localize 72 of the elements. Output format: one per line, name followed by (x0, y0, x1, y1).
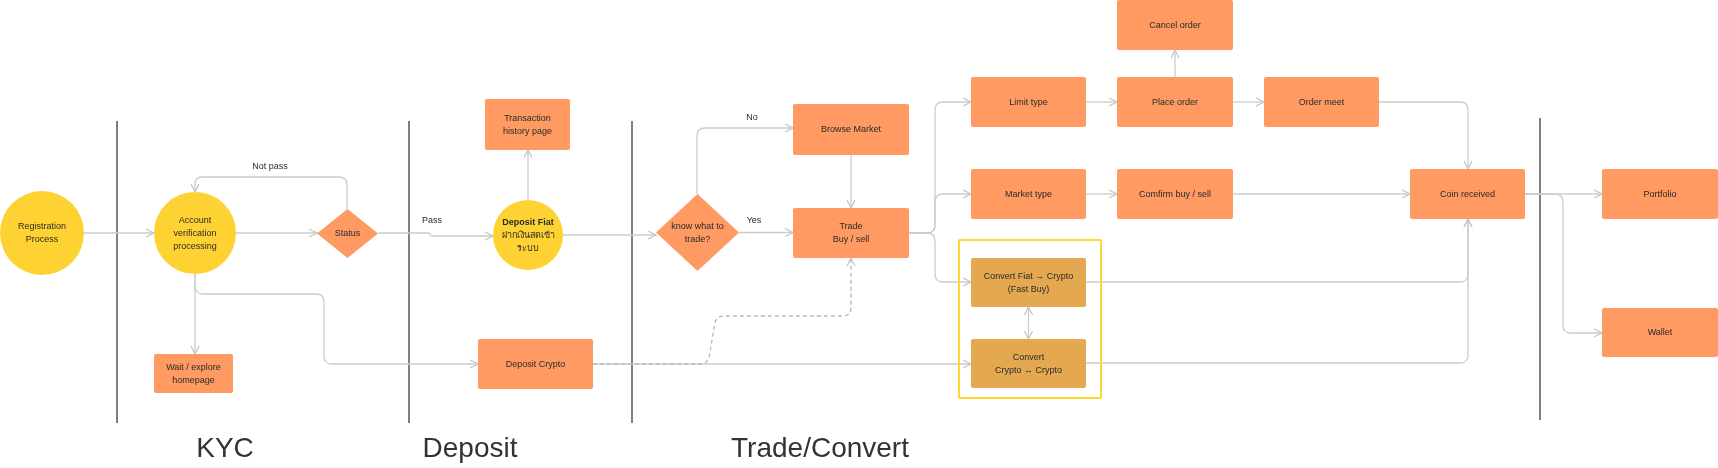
node-label: Crypto ↔ Crypto (995, 363, 1062, 377)
lane-title: Trade/Convert (731, 432, 909, 464)
process-box (154, 354, 233, 393)
process-box (1602, 169, 1718, 219)
process-box (1602, 308, 1718, 357)
node-label: Cancel order (1149, 18, 1201, 32)
node-label: know what to trade? (670, 219, 725, 246)
edge-label: Not pass (250, 161, 290, 171)
edge-label: Pass (420, 215, 444, 225)
arrow (1524, 193, 1603, 338)
process-box (1117, 77, 1233, 127)
node-label: Status (334, 227, 361, 240)
lane-title: Deposit (422, 432, 518, 464)
arrow (562, 230, 657, 240)
process-box (793, 208, 909, 258)
arrow (1085, 97, 1118, 107)
arrow (1085, 189, 1118, 199)
arrow (1232, 97, 1265, 107)
node-label: (Fast Buy) (1007, 282, 1050, 296)
arrow (1085, 218, 1473, 364)
arrow (235, 228, 318, 238)
process-box (793, 104, 909, 155)
arrow (190, 176, 348, 210)
node-label: Convert Fiat → Crypto (983, 269, 1074, 283)
edge-label: No (744, 112, 760, 122)
arrow (738, 227, 794, 238)
node-label: Coin received (1440, 187, 1495, 201)
process-box (478, 339, 593, 389)
node-label: ฝากเงินสดเข้าระบบ (501, 228, 555, 255)
arrow (1232, 189, 1411, 199)
node-label: Transaction history page (502, 111, 553, 138)
process-box (1264, 77, 1379, 127)
process-box (1410, 169, 1525, 219)
edge-label: Yes (744, 215, 764, 225)
arrow (592, 257, 856, 365)
group-frame (958, 239, 1102, 399)
process-box (1117, 0, 1233, 50)
node-label: Deposit Fiat (502, 215, 554, 229)
node-label: Account verification processing (172, 213, 218, 253)
node-label: Browse Market (821, 123, 881, 136)
arrow (1378, 101, 1473, 170)
node-label: Registration Process (17, 220, 67, 246)
decision-diamond (656, 194, 739, 271)
node-label: Deposit Crypto (505, 357, 566, 371)
node-label: Order meet (1298, 95, 1345, 109)
node-label: Market type (1005, 187, 1052, 201)
arrow (846, 154, 856, 209)
decision-diamond (317, 209, 378, 258)
node-label: Buy / sell (832, 233, 870, 246)
node-label: Place order (1152, 95, 1198, 109)
arrow (523, 149, 533, 201)
process-box (971, 77, 1086, 127)
arrow (1023, 306, 1034, 340)
arrow (908, 232, 972, 287)
arrow (194, 273, 479, 369)
process-box (1117, 169, 1233, 219)
arrow (83, 228, 155, 238)
process-box (485, 99, 570, 150)
node-label: Wait / explore homepage (165, 360, 222, 387)
process-box (971, 169, 1086, 219)
node-label: Portfolio (1643, 187, 1677, 201)
node-label: Limit type (1009, 95, 1048, 109)
process-box (971, 339, 1086, 388)
node-label: Comfirm buy / sell (1139, 187, 1211, 201)
node-label: Wallet (1647, 326, 1673, 339)
arrow (1170, 49, 1180, 78)
lane-title: KYC (196, 432, 254, 464)
arrow (696, 123, 794, 195)
node-label: Trade (839, 220, 863, 233)
node-label: Convert (1012, 350, 1045, 364)
arrow (377, 231, 494, 241)
process-box (971, 258, 1086, 307)
